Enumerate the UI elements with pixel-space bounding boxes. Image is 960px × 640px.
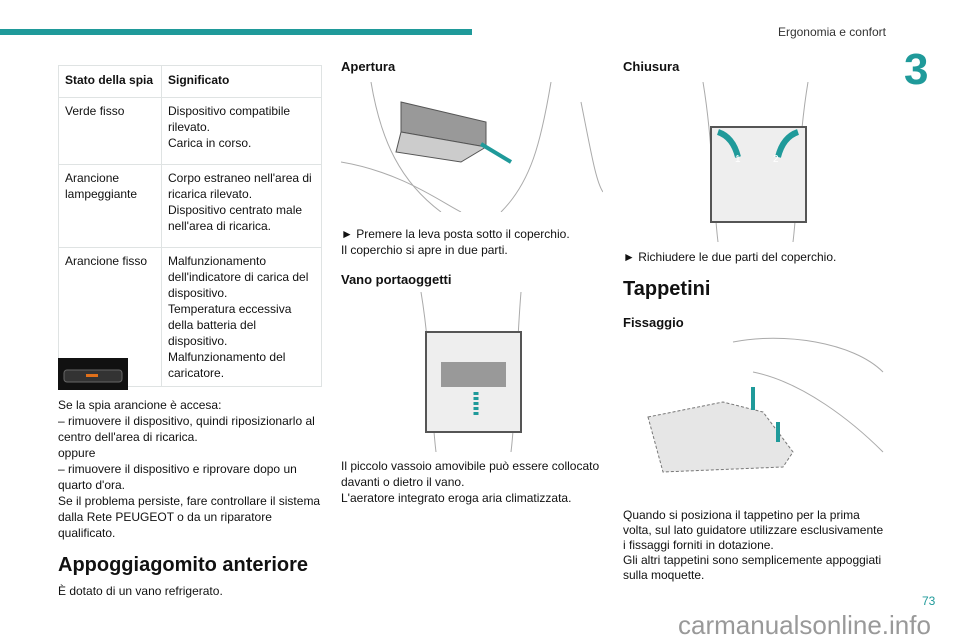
cell-meaning: Dispositivo compatibile rilevato. Carica … xyxy=(161,97,322,165)
paragraph: Quando si posiziona il tappetino per la … xyxy=(623,508,884,552)
instruction-step: ► Richiudere le due parti del coperchio. xyxy=(623,250,837,264)
meaning-line: Dispositivo compatibile rilevato. xyxy=(168,104,291,134)
heading-chiusura: Chiusura xyxy=(623,59,680,74)
page-number: 73 xyxy=(922,594,936,608)
meaning-line: Dispositivo centrato male nell'area di r… xyxy=(168,203,303,233)
chapter-number: 3 xyxy=(904,45,929,94)
paragraph: Il piccolo vassoio amovibile può essere … xyxy=(341,459,600,489)
table-header: Stato della spia xyxy=(58,65,162,98)
heading-tappetini: Tappetini xyxy=(623,278,711,300)
col1-text: Se la spia arancione è accesa: – rimuove… xyxy=(58,397,324,599)
header-bar xyxy=(0,29,472,35)
cell-meaning: Corpo estraneo nell'area di ricarica ril… xyxy=(161,164,322,248)
paragraph: – rimuovere il dispositivo e riprovare d… xyxy=(58,462,297,492)
charger-indicator-image xyxy=(58,358,128,390)
meaning-line: Temperatura eccessiva della batteria del… xyxy=(168,302,292,348)
paragraph: – rimuovere il dispositivo, quindi ripos… xyxy=(58,414,315,444)
table-header: Significato xyxy=(161,65,322,98)
watermark: carmanualsonline.info xyxy=(678,610,931,640)
heading-fissaggio: Fissaggio xyxy=(623,315,684,330)
cell-meaning: Malfunzionamento dell'indicatore di cari… xyxy=(161,247,322,387)
cell-state: Arancione lampeggiante xyxy=(58,164,162,248)
col3-text1: ► Richiudere le due parti del coperchio.… xyxy=(623,249,887,331)
meaning-line: Corpo estraneo nell'area di ricarica ril… xyxy=(168,171,312,201)
armrest-opening-image xyxy=(341,82,603,212)
heading-vano: Vano portaoggetti xyxy=(341,272,452,287)
callout-2: 2 xyxy=(773,154,779,165)
col2-text1: ► Premere la leva posta sotto il coperch… xyxy=(341,226,605,288)
meaning-line: Carica in corso. xyxy=(168,136,252,150)
col2-text2: Il piccolo vassoio amovibile può essere … xyxy=(341,458,605,506)
instruction-step: ► Premere la leva posta sotto il coperch… xyxy=(341,227,570,241)
heading-apertura: Apertura xyxy=(341,59,396,74)
paragraph: Se il problema persiste, fare controllar… xyxy=(58,494,321,540)
paragraph: Il coperchio si apre in due parti. xyxy=(341,243,508,257)
paragraph: Gli altri tappetini sono semplicemente a… xyxy=(623,553,882,582)
storage-compartment-image xyxy=(420,292,522,452)
meaning-line: Malfunzionamento del caricatore. xyxy=(168,350,286,380)
floor-mat-image xyxy=(647,337,884,473)
paragraph: È dotato di un vano refrigerato. xyxy=(58,584,223,598)
cell-state: Verde fisso xyxy=(58,97,162,165)
section-title: Ergonomia e confort xyxy=(777,25,886,39)
meaning-line: Malfunzionamento dell'indicatore di cari… xyxy=(168,254,309,300)
paragraph: Se la spia arancione è accesa: xyxy=(58,398,222,412)
callout-1: 1 xyxy=(735,154,741,165)
col3-text2: Quando si posiziona il tappetino per la … xyxy=(623,508,887,583)
section-heading: Appoggiagomito anteriore xyxy=(58,554,308,576)
paragraph: oppure xyxy=(58,446,96,460)
paragraph: L'aeratore integrato eroga aria climatiz… xyxy=(341,491,572,505)
